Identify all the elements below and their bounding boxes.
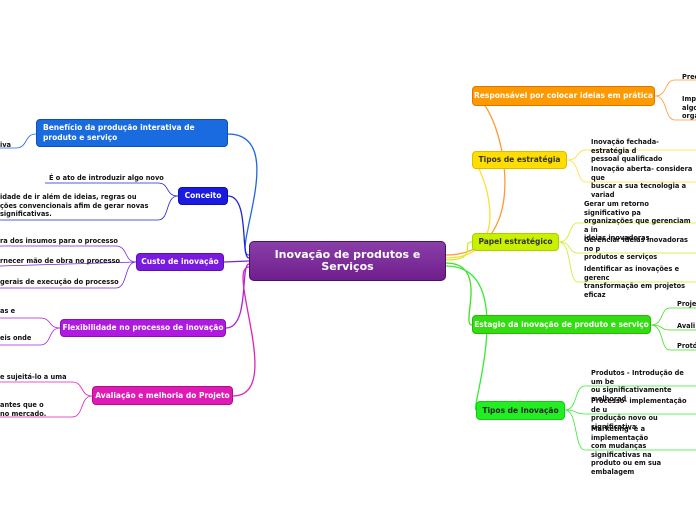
- link-flex-leaf2: [0, 327, 61, 346]
- link-estagio-leaf3: [650, 324, 696, 351]
- leaf-estagio-2: Avali: [677, 322, 696, 330]
- leaf-inovacao-3: Marketing- é a implementação com mudança…: [591, 425, 662, 476]
- leaf-custo-2: rnecer mão de obra no processo: [0, 257, 121, 265]
- branch-custo[interactable]: Custo de inovação: [136, 253, 224, 271]
- leaf-flex-2: eis onde: [0, 334, 32, 342]
- leaf-responsavel-2: Imp algo orga: [682, 95, 696, 120]
- leaf-estrategia-1: Inovação fechada- estratégia d pessoal q…: [591, 138, 663, 163]
- link-flex-leaf1: [0, 317, 61, 329]
- link-beneficio-leaf1: [0, 133, 37, 149]
- link-avaliacao-leaf1: [0, 381, 93, 397]
- leaf-beneficio-1: iva: [0, 141, 12, 149]
- leaf-papel-2: Gerenciar ideias inovadoras no p produto…: [584, 236, 688, 261]
- leaf-estrategia-2: Inovação aberta- considera que buscar a …: [591, 165, 693, 199]
- leaf-inovacao-1: Produtos - Introdução de um be ou signif…: [591, 369, 684, 403]
- link-conceito-leaf2: [0, 195, 179, 221]
- branch-responsavel[interactable]: Responsável por colocar ideias em prátic…: [472, 86, 655, 106]
- leaf-flex-1: as e: [0, 307, 16, 315]
- branch-avaliacao[interactable]: Avaliação e melhoria do Projeto: [92, 386, 233, 405]
- branch-papel-estrategico[interactable]: Papel estratégico: [472, 233, 559, 251]
- link-responsavel-leaf1: [654, 79, 696, 97]
- link-custo-leaf2: [0, 261, 137, 267]
- branch-conceito[interactable]: Conceito: [178, 187, 228, 205]
- leaf-custo-3: gerais de execução do processo: [0, 278, 119, 286]
- leaf-papel-3: Identificar as inovações e gerenc transf…: [584, 265, 686, 299]
- leaf-inovacao-2: Processo- implementação de u produção no…: [591, 397, 687, 431]
- leaf-responsavel-1: Prec: [682, 73, 696, 81]
- link-avaliacao-leaf2: [0, 395, 93, 418]
- link-tipos-inovacao-leaf2: [564, 409, 696, 415]
- branch-beneficio[interactable]: Benefício da produção interativa de prod…: [36, 119, 228, 147]
- leaf-custo-1: ra dos insumos para o processo: [0, 237, 118, 245]
- branch-estagio[interactable]: Estagio da inovação de produto e serviço: [472, 315, 651, 334]
- link-center-beneficio: [227, 133, 258, 256]
- link-center-conceito: [227, 195, 250, 259]
- link-conceito-leaf1: [45, 182, 179, 197]
- branch-tipos-estrategia[interactable]: Tipos de estratégia: [472, 151, 567, 169]
- leaf-estagio-1: Proje: [677, 300, 696, 308]
- link-center-estagio: [445, 262, 473, 326]
- link-papel-leaf2: [558, 241, 696, 254]
- branch-flexibilidade[interactable]: Flexibilidade no processo de inovação: [60, 319, 226, 337]
- link-estrategia-leaf1: [566, 149, 696, 161]
- leaf-conceito-1: É o ato de introduzir algo novo: [49, 174, 164, 182]
- link-center-papel: [445, 241, 473, 261]
- leaf-papel-1: Gerar um retorno significativo pa organi…: [584, 200, 691, 242]
- leaf-avaliacao-1: e sujeitá-lo a uma: [0, 373, 67, 381]
- link-papel-leaf3: [558, 241, 696, 283]
- branch-tipos-inovacao[interactable]: Tipos de Inovação: [476, 401, 565, 420]
- leaf-conceito-2: idade de ir além de ideias, regras ou çõ…: [0, 193, 149, 218]
- link-custo-leaf3: [0, 261, 137, 289]
- leaf-avaliacao-2: antes que o no mercado.: [0, 401, 47, 418]
- link-center-responsavel: [445, 95, 506, 256]
- link-estagio-leaf2: [650, 324, 696, 331]
- link-tipos-inovacao-leaf1: [564, 385, 696, 411]
- link-responsavel-leaf2: [654, 95, 696, 121]
- central-topic[interactable]: Inovação de produtos e Serviços: [249, 241, 446, 281]
- link-tipos-inovacao-leaf3: [564, 409, 696, 451]
- link-estrategia-leaf2: [566, 159, 696, 183]
- link-center-flexibilidade: [225, 263, 250, 329]
- link-center-tipos-inovacao: [445, 265, 488, 411]
- link-custo-leaf1: [0, 245, 137, 263]
- link-center-custo: [223, 260, 250, 263]
- link-estagio-leaf1: [650, 307, 696, 326]
- link-center-avaliacao: [232, 266, 256, 397]
- leaf-estagio-3: Protó: [677, 342, 696, 350]
- link-papel-leaf1: [558, 222, 696, 243]
